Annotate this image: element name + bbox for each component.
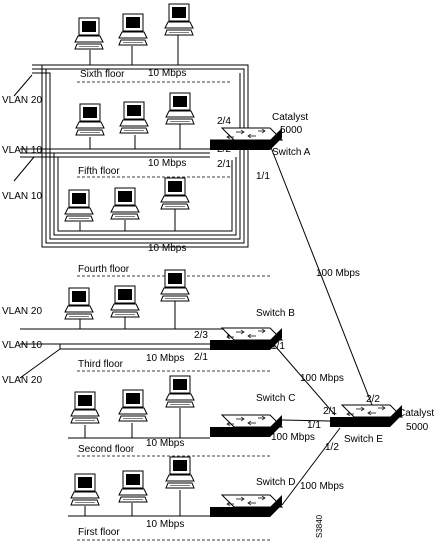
- pc-icon: [64, 189, 94, 222]
- pc-icon: [75, 103, 105, 136]
- port-label: 2/3: [194, 330, 208, 341]
- port-label: 2/2: [222, 340, 236, 351]
- uplinks: [269, 144, 373, 506]
- link-speed: 10 Mbps: [148, 243, 186, 254]
- floor-label: Sixth floor: [80, 69, 125, 80]
- pc-icon: [118, 389, 148, 422]
- switch-c-wiring: [68, 408, 210, 439]
- switch-e-model: 5000: [406, 422, 429, 433]
- first-floor-pcs: [70, 456, 195, 506]
- pc-icon: [164, 3, 194, 36]
- pc-icon: [165, 92, 195, 125]
- port-label: 1/2: [325, 442, 339, 453]
- vlan-label: VLAN 20: [2, 95, 42, 106]
- floor-label: Second floor: [78, 444, 135, 455]
- switch-c-name: Switch C: [256, 393, 295, 404]
- pc-icon: [70, 473, 100, 506]
- uplink-speed: 100 Mbps: [271, 432, 315, 443]
- pc-icon: [110, 285, 140, 318]
- port-label: 2/2: [217, 144, 231, 155]
- floor-label: Fourth floor: [78, 264, 130, 275]
- switch-e-brand: Catalyst: [398, 408, 434, 419]
- fifth-floor-pcs: [75, 92, 195, 136]
- vlan-label: VLAN 10: [2, 191, 42, 202]
- sixth-floor-pcs: [74, 3, 194, 50]
- link-speed: 10 Mbps: [146, 438, 184, 449]
- pc-icon: [118, 470, 148, 503]
- pc-icon: [70, 391, 100, 424]
- switch-a-model: 5000: [280, 125, 303, 136]
- port-label: 2/2: [366, 394, 380, 405]
- pc-icon: [160, 269, 190, 302]
- pc-drops-upper: [79, 32, 181, 231]
- vlan-label: VLAN 20: [2, 375, 42, 386]
- floor-label: Fifth floor: [78, 166, 120, 177]
- port-label: 2/1: [194, 352, 208, 363]
- switch-e-name: Switch E: [344, 434, 383, 445]
- port-label: 1/1: [271, 341, 285, 352]
- pc-icon: [160, 177, 190, 210]
- switch-d-icon: [209, 494, 283, 518]
- floor-dividers: [77, 81, 270, 541]
- pc-icon: [165, 375, 195, 408]
- switch-a-wiring: [13, 64, 249, 248]
- switch-b-name: Switch B: [256, 308, 295, 319]
- uplink-speed: 100 Mbps: [300, 481, 344, 492]
- port-label: 2/1: [323, 406, 337, 417]
- pc-icon: [119, 101, 149, 134]
- floor-label: First floor: [78, 527, 120, 538]
- uplink-speed: 100 Mbps: [316, 268, 360, 279]
- link-speed: 10 Mbps: [148, 68, 186, 79]
- port-label: 2/1: [217, 159, 231, 170]
- vlan-label: VLAN 20: [2, 306, 42, 317]
- floor-label: Third floor: [78, 359, 124, 370]
- switch-a-brand: Catalyst: [272, 112, 308, 123]
- port-label: 1/1: [307, 420, 321, 431]
- switch-d-wiring: [68, 490, 210, 517]
- pc-icon: [64, 287, 94, 320]
- pc-icon: [165, 456, 195, 489]
- lower-vlan10-pcs: [64, 177, 190, 222]
- vlan-label: VLAN 10: [2, 340, 42, 351]
- switch-a-name: Switch A: [272, 147, 311, 158]
- link-speed: 10 Mbps: [148, 158, 186, 169]
- uplink-speed: 100 Mbps: [300, 373, 344, 384]
- switch-e-icon: [329, 404, 403, 428]
- vlan-label: VLAN 10: [2, 145, 42, 156]
- pc-icon: [110, 187, 140, 220]
- pc-icon: [118, 13, 148, 46]
- switch-d-name: Switch D: [256, 477, 295, 488]
- link-speed: 10 Mbps: [146, 353, 184, 364]
- second-floor-pcs: [70, 375, 195, 424]
- port-label: 1/1: [256, 171, 270, 182]
- pc-icon: [74, 17, 104, 50]
- port-label: 2/4: [217, 116, 231, 127]
- link-speed: 10 Mbps: [146, 519, 184, 530]
- figure-id: S3840: [315, 514, 324, 538]
- third-floor-pcs: [64, 269, 190, 320]
